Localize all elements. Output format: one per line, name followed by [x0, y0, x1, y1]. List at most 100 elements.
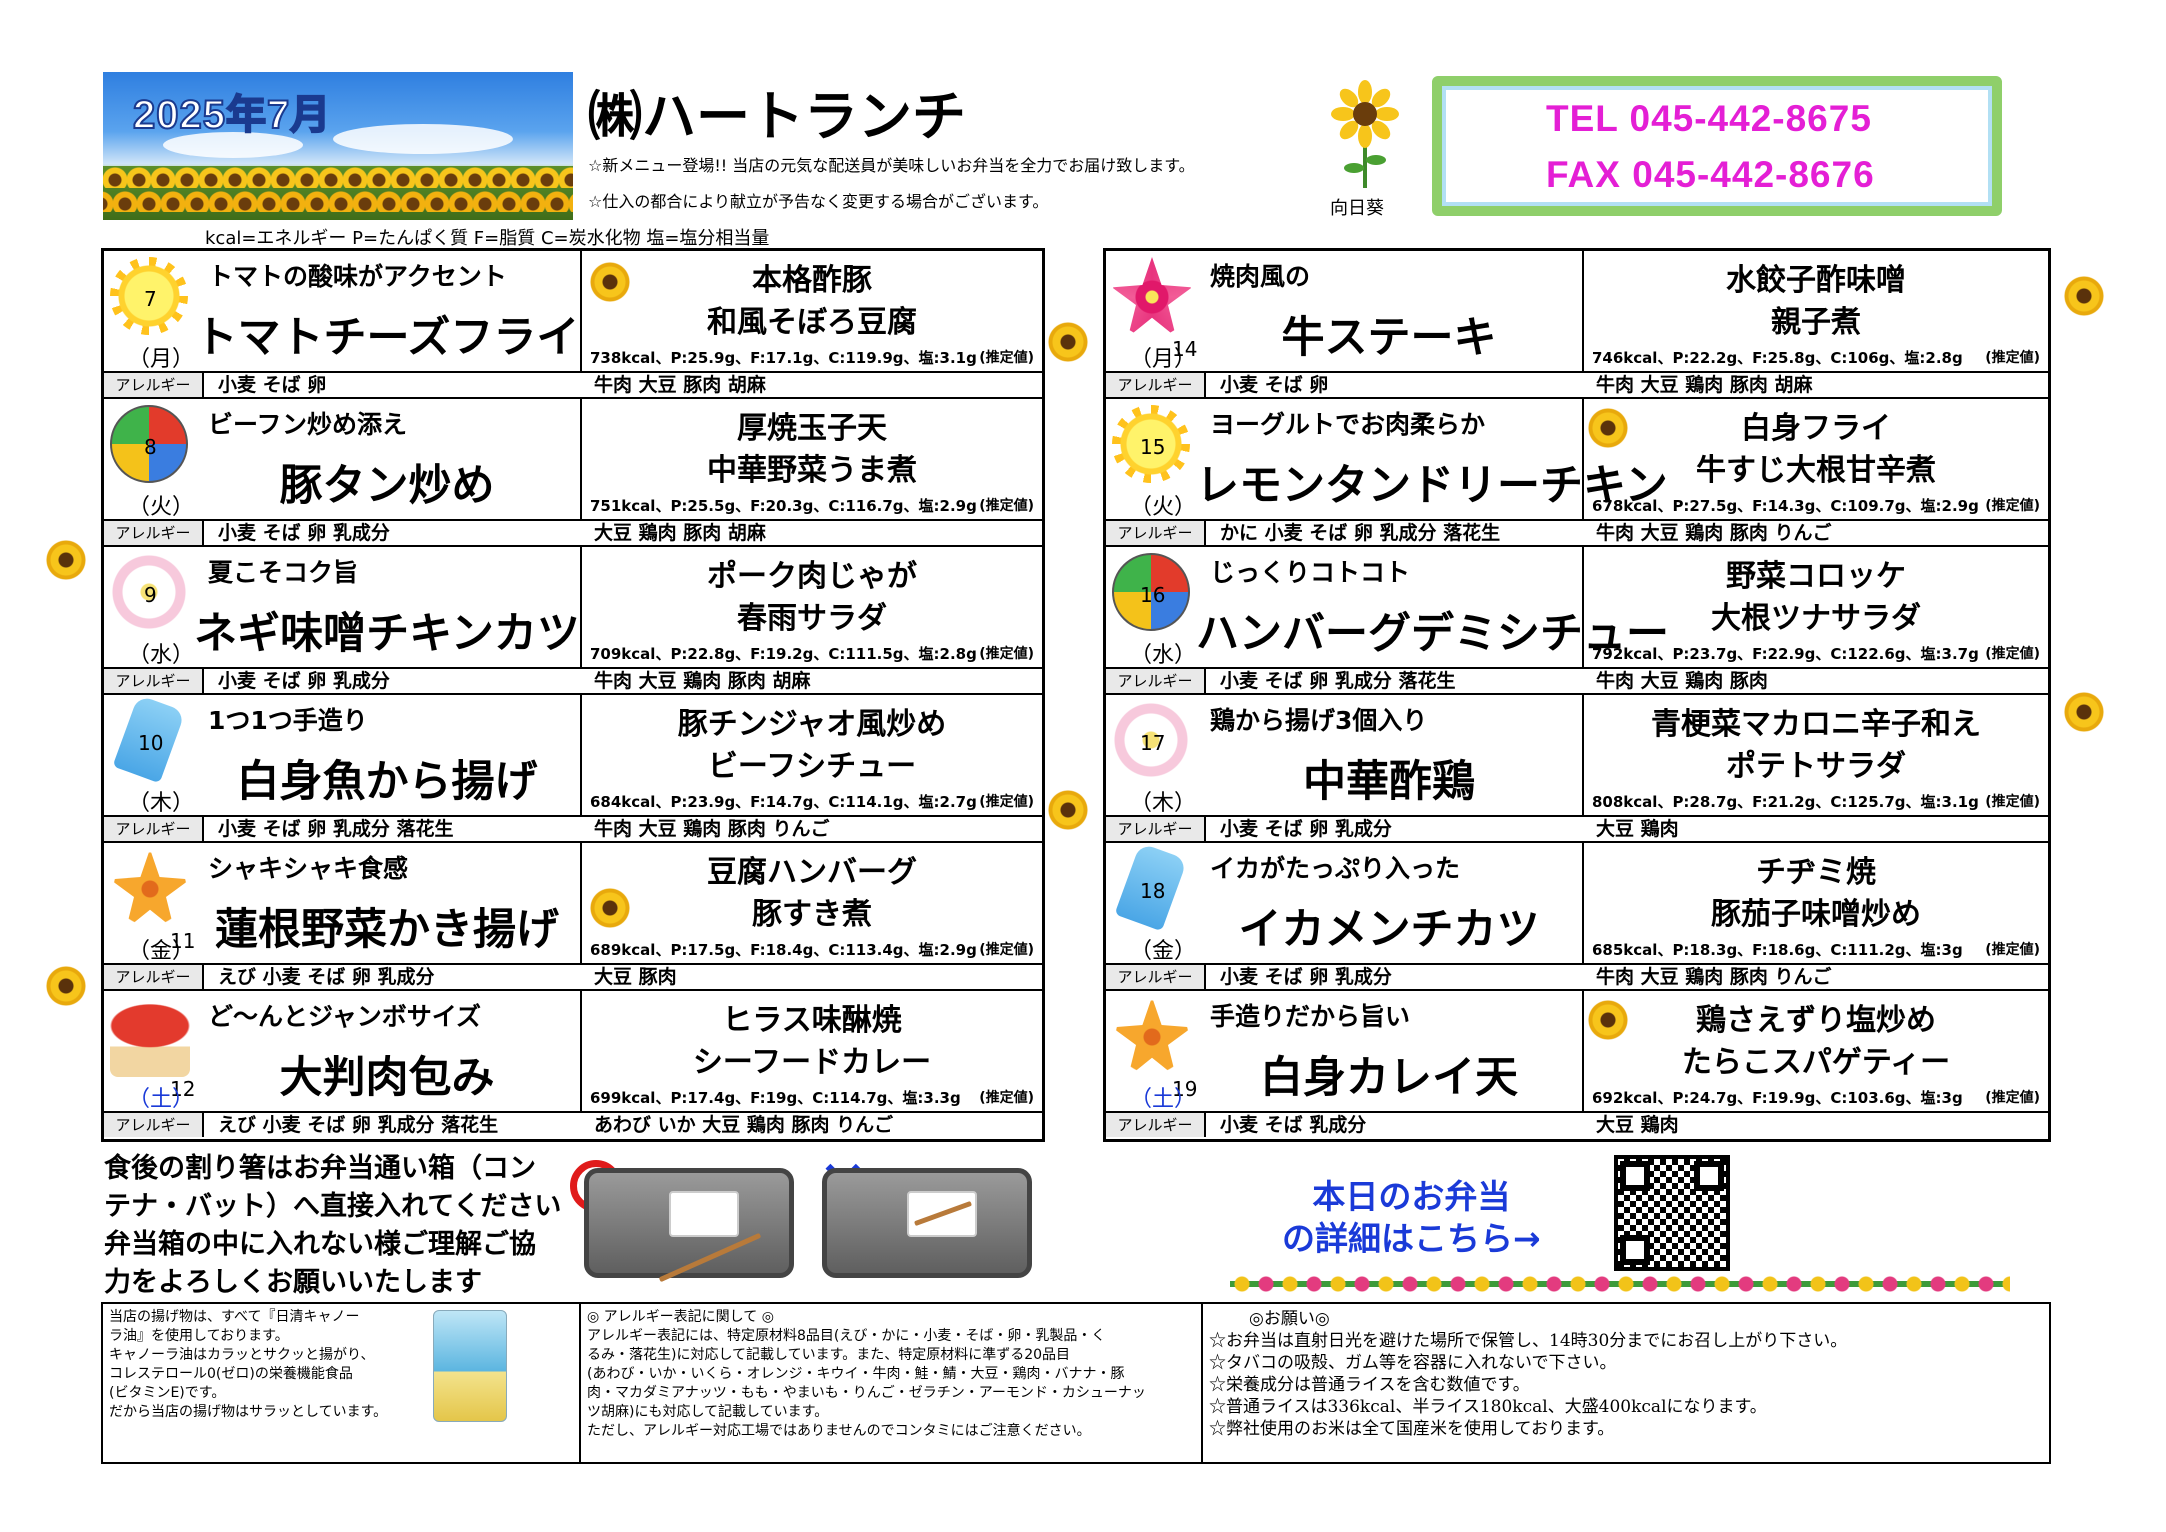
beach-ball-icon: [1112, 553, 1190, 631]
canola-oil-bottle-image: [433, 1310, 507, 1422]
sunflower-icon: [46, 540, 86, 580]
side-dish-1: 豚チンジャオ風炒め: [677, 707, 947, 742]
nutrition-info: 678kcal、P:27.5g、F:14.3g、C:109.7g、塩:2.9g: [1592, 497, 1979, 515]
allergy-main: 小麦 そば 卵: [1220, 374, 1329, 396]
allergy-row: アレルギーかに 小麦 そば 卵 乳成分 落花生牛肉 大豆 鶏肉 豚肉 りんご: [1106, 519, 2048, 545]
main-dish: 大判肉包み: [279, 1053, 495, 1103]
main-dish-cell: 18（金）イカがたっぷり入ったイカメンチカツ: [1106, 842, 1584, 964]
side-dish-1: 厚焼玉子天: [737, 411, 887, 446]
day-number: 17: [1140, 731, 1166, 755]
day-icon-wrap: [110, 849, 190, 929]
main-dish-cell: 17（木）鶏から揚げ3個入り中華酢鶏: [1106, 695, 1584, 816]
allergy-tag: アレルギー: [104, 965, 204, 989]
main-dish: イカメンチカツ: [1238, 905, 1540, 955]
estimate-note: (推定値): [1985, 350, 2040, 366]
sunflower-icon: [590, 262, 630, 302]
weekday-label: （土）: [1130, 1087, 1197, 1112]
allergy-main: 小麦 そば 卵: [218, 374, 327, 396]
catch-phrase: 手造りだから旨い: [1210, 1002, 1411, 1031]
tray-correct-image: [584, 1168, 794, 1283]
main-dish: 蓮根野菜かき揚げ: [215, 905, 559, 955]
qr-code[interactable]: [1614, 1155, 1730, 1271]
catch-phrase: 焼肉風の: [1210, 262, 1311, 291]
allergy-tag: アレルギー: [104, 521, 204, 545]
side-dish-2: 大根ツナサラダ: [1711, 601, 1921, 636]
sunflower-icon: [46, 966, 86, 1006]
main-dish-cell: 15（火）ヨーグルトでお肉柔らかレモンタンドリーチキン: [1106, 399, 1668, 520]
catch-phrase: ビーフン炒め添え: [208, 410, 408, 439]
catch-phrase: トマトの酸味がアクセント: [208, 262, 507, 291]
allergy-tag: アレルギー: [1106, 965, 1206, 989]
estimate-note: (推定値): [1985, 794, 2040, 810]
allergy-tag: アレルギー: [104, 373, 204, 397]
nutrition-info: 684kcal、P:23.9g、F:14.7g、C:114.1g、塩:2.7g: [590, 793, 977, 811]
side-dish-2: ビーフシチュー: [707, 749, 917, 784]
allergy-row: アレルギー小麦 そば 卵 乳成分大豆 鶏肉 豚肉 胡麻: [104, 519, 1042, 545]
day-icon-wrap: [110, 257, 190, 337]
allergy-row: アレルギー小麦 そば 卵 乳成分牛肉 大豆 鶏肉 豚肉 りんご: [1106, 963, 2048, 989]
day-icon-wrap: [1112, 257, 1192, 337]
sunflower-icon: [1588, 408, 1628, 448]
weekday-label: （木）: [128, 791, 195, 816]
sunflower-icon: [1331, 80, 1399, 188]
oil-info: 当店の揚げ物は、すべて『日清キャノー ラ油』を使用しております。 キャノーラ油は…: [103, 1304, 581, 1462]
estimate-note: (推定値): [979, 1090, 1034, 1106]
day-icon-wrap: [110, 553, 190, 633]
nutrition-info: 808kcal、P:28.7g、F:21.2g、C:125.7g、塩:3.1g: [1592, 793, 1979, 811]
main-dish: 豚タン炒め: [279, 461, 495, 511]
day-number: 11: [170, 929, 196, 953]
side-dish-2: 豚茄子味噌炒め: [1711, 897, 1921, 932]
nutrition-info: 692kcal、P:24.7g、F:19.9g、C:103.6g、塩:3g: [1592, 1089, 1963, 1107]
chopsticks-notice: 食後の割り箸はお弁当通い箱（コン テナ・バット）へ直接入れてください 弁当箱の中…: [104, 1153, 562, 1298]
nutrition-info: 699kcal、P:17.4g、F:19g、C:114.7g、塩:3.3g: [590, 1089, 961, 1107]
allergy-main: かに 小麦 そば 卵 乳成分 落花生: [1220, 522, 1501, 544]
nutrition-info: 746kcal、P:22.2g、F:25.8g、C:106g、塩:2.8g: [1592, 349, 1963, 367]
side-dish-cell: 厚焼玉子天中華野菜うま煮 751kcal、P:25.5g、F:20.3g、C:11…: [582, 399, 1042, 519]
allergy-tag: アレルギー: [104, 817, 204, 841]
fax-number: FAX 045-442-8676: [1546, 154, 1875, 195]
allergy-row: アレルギー小麦 そば 卵牛肉 大豆 豚肉 胡麻: [104, 371, 1042, 397]
main-dish-cell: 11（金）シャキシャキ食感蓮根野菜かき揚げ: [104, 843, 582, 964]
side-dish-2: 和風そぼろ豆腐: [707, 305, 917, 340]
allergy-side: 大豆 鶏肉: [1596, 1114, 1679, 1136]
sunflower-icon: [590, 888, 630, 928]
phone-number[interactable]: TEL 045-442-8675: [1546, 98, 1872, 139]
day-number: 9: [144, 583, 157, 607]
weekday-label: （金）: [128, 939, 195, 964]
day-icon-wrap: [110, 405, 190, 485]
nutrition-info: 751kcal、P:25.5g、F:20.3g、C:116.7g、塩:2.9g: [590, 497, 977, 515]
allergy-side: あわび いか 大豆 鶏肉 豚肉 りんご: [594, 1114, 894, 1136]
side-dish-1: 野菜コロッケ: [1726, 559, 1906, 594]
nutrition-info: 709kcal、P:22.8g、F:19.2g、C:111.5g、塩:2.8g: [590, 645, 977, 663]
side-dish-2: 春雨サラダ: [737, 601, 887, 636]
allergy-side: 牛肉 大豆 鶏肉 豚肉 胡麻: [594, 670, 811, 692]
beach-ball-icon: [110, 405, 188, 483]
allergy-info: ◎ アレルギー表記に関して ◎ アレルギー表記には、特定原材料8品目(えび・かに…: [581, 1304, 1203, 1462]
weekday-label: （水）: [128, 643, 195, 668]
sun-icon: [110, 257, 188, 335]
allergy-tag: アレルギー: [1106, 669, 1206, 693]
nutrition-info: 738kcal、P:25.9g、F:17.1g、C:119.9g、塩:3.1g: [590, 349, 977, 367]
estimate-note: (推定値): [1985, 498, 2040, 514]
allergy-main: 小麦 そば 卵 乳成分: [218, 522, 390, 544]
nutrition-legend: kcal=エネルギー P=たんぱく質 F=脂質 C=炭水化物 塩=塩分相当量: [205, 228, 770, 249]
main-dish: ネギ味噌チキンカツ: [194, 609, 580, 659]
side-dish-2: シーフードカレー: [692, 1045, 932, 1080]
side-dish-2: 牛すじ大根甘辛煮: [1696, 453, 1936, 488]
day-number: 8: [144, 435, 157, 459]
side-dish-2: 中華野菜うま煮: [707, 453, 917, 488]
sunflower-icon: [1048, 322, 1088, 362]
day-number: 15: [1140, 435, 1166, 459]
allergy-tag: アレルギー: [1106, 1113, 1206, 1137]
